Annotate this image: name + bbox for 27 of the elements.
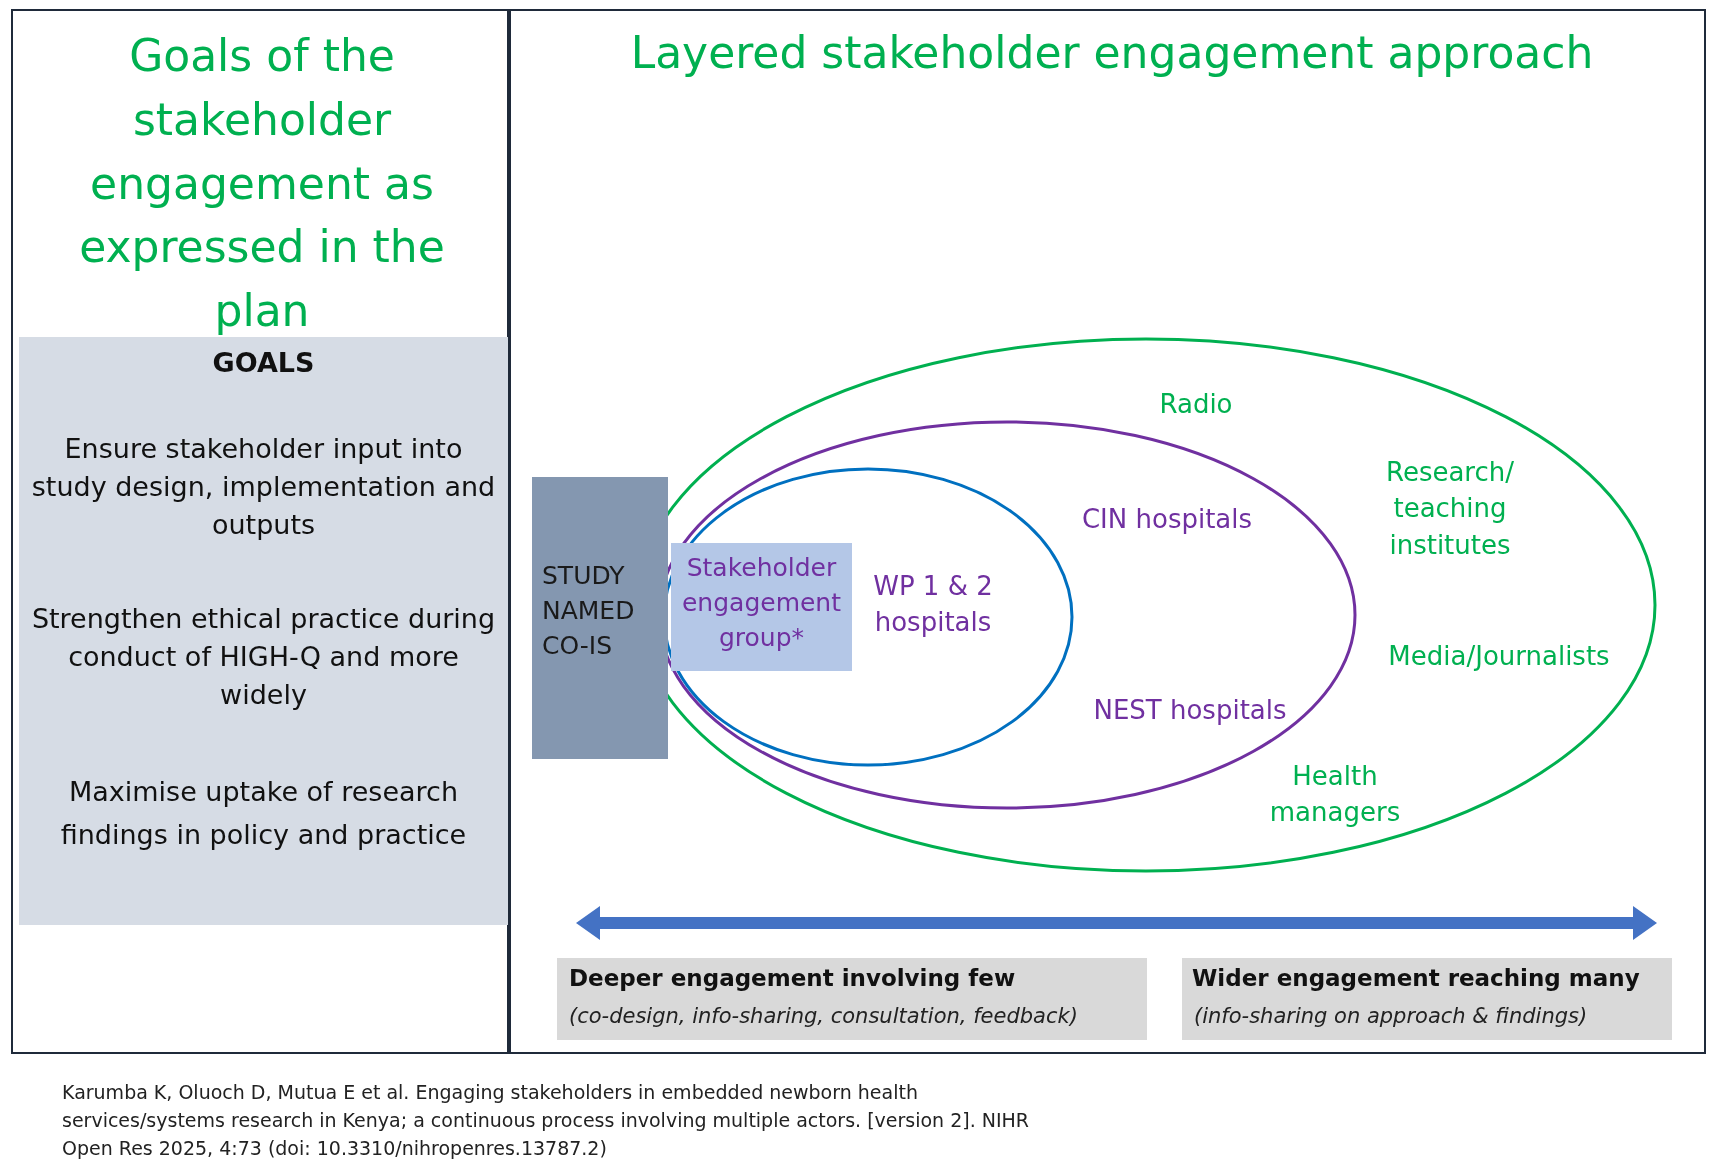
goal-text: Ensure stakeholder input into study design, implementation and outputs (30, 432, 497, 542)
layer-label: WP 1 & 2 hospitals (872, 570, 994, 640)
engagement-box (557, 958, 1147, 1040)
layer-label: Health managers (1268, 760, 1402, 830)
layer-label: Research/ teaching institutes (1385, 456, 1515, 562)
goals-panel (11, 9, 509, 1054)
citation-caption: Karumba K, Oluoch D, Mutua E et al. Engaging stakeholders in embedded newborn health services/systems research in Kenya; a continuous process involving multiple actors. [version 2]. NIHR Open Res 2025, 4:73 (doi: 10.3310/nihropenres.13787.2) (62, 1080, 1031, 1161)
goal-text: Maximise uptake of research findings in policy and practice (59, 775, 468, 853)
group-box (671, 543, 852, 671)
group-label: Stakeholder engagement group* (680, 552, 842, 654)
engagement-heading: Wider engagement reaching many (1192, 964, 1641, 993)
engagement-detail: (info-sharing on approach & findings) (1194, 1003, 1589, 1030)
layer-label: Radio (1158, 388, 1234, 421)
study-label: STUDY NAMED CO-IS (542, 560, 636, 662)
goals-card (19, 337, 508, 925)
panel-title: Layered stakeholder engagement approach (629, 26, 1595, 80)
goal-text: Strengthen ethical practice during conduct of HIGH-Q and more widely (30, 602, 497, 712)
engagement-box (1182, 958, 1672, 1040)
engagement-detail: (co-design, info-sharing, consultation, feedback) (569, 1003, 1079, 1030)
layer-label: Media/Journalists (1387, 640, 1611, 673)
layer-label: CIN hospitals (1080, 503, 1254, 536)
layer-label: NEST hospitals (1092, 694, 1288, 727)
engagement-heading: Deeper engagement involving few (569, 964, 1017, 993)
approach-panel (509, 9, 1706, 1054)
goals-heading: GOALS (211, 346, 316, 380)
study-box (532, 477, 668, 759)
panel-title: Goals of the stakeholder engagement as expressed in the plan (78, 29, 446, 339)
